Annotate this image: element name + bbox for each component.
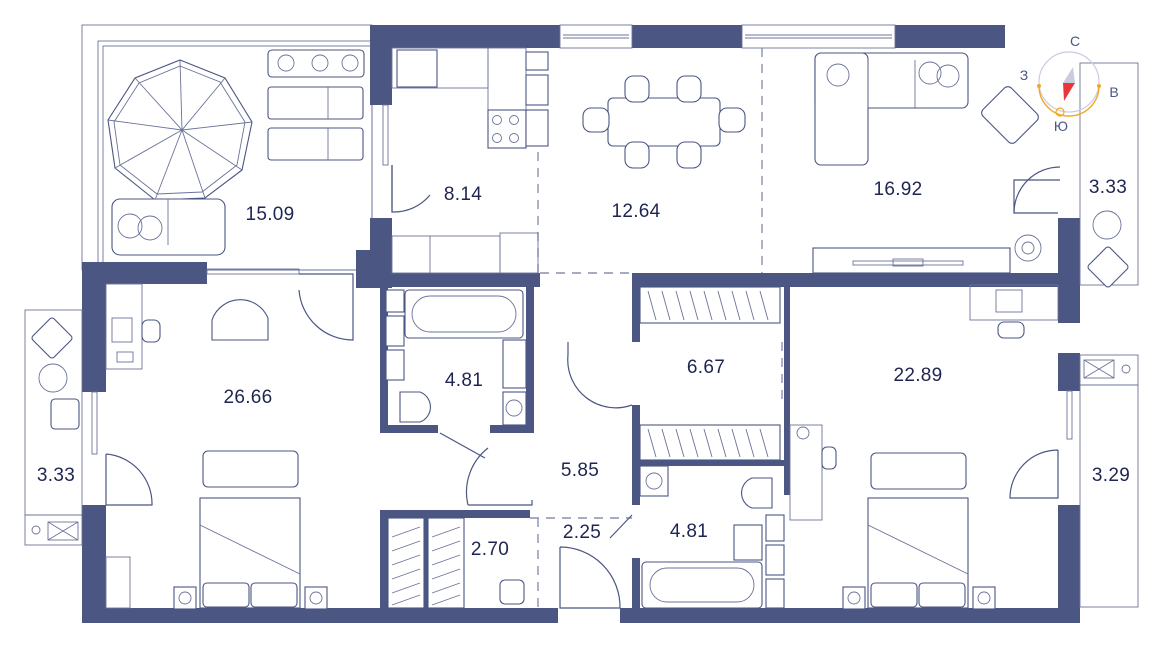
terrace-outline [81,24,373,271]
compass-north-label: С [1069,33,1081,49]
bathroom-1-fixtures [385,289,527,426]
room-area-wardrobe-1: 6.67 [686,357,726,378]
bedroom-east-furniture [789,284,1059,610]
room-area-terrace: 15.09 [245,204,295,225]
balcony-east-top-outline [1079,62,1139,288]
plant-icon [1014,234,1042,262]
room-area-hall: 5.85 [560,460,600,481]
tv-stand-icon [812,247,1011,274]
bedroom-west-furniture [105,283,328,610]
bathroom-2-fixtures [639,465,785,609]
room-area-closet: 2.70 [470,539,510,560]
windows [91,24,1073,455]
umbrella-icon [107,59,253,201]
balcony-east-bottom-outline [1079,354,1139,608]
room-area-bedroom-west: 26.66 [223,387,273,408]
compass-west-label: З [1019,67,1029,83]
compass-icon [1037,51,1101,117]
compass-south-label: Ю [1053,118,1069,134]
sunbed-icon [267,86,364,161]
zone-dividers [530,48,783,608]
room-area-living: 16.92 [873,179,923,200]
doors [105,165,1061,609]
balcony-west-outline [24,309,83,546]
room-area-balcony-east-bottom: 3.29 [1091,465,1131,486]
kitchen-counter [391,47,549,274]
walls [82,25,1080,623]
compass-east-label: В [1109,84,1119,100]
room-area-dining: 12.64 [611,201,661,222]
wardrobe-rails [387,286,781,609]
room-area-balcony-west: 3.33 [36,465,76,486]
corner-sofa-icon [814,52,969,166]
room-area-bedroom-east: 22.89 [893,365,943,386]
armchair-icon [981,86,1039,144]
room-area-bathroom-2: 4.81 [669,521,709,542]
room-area-bathroom-1: 4.81 [444,370,484,391]
room-area-balcony-east-top: 3.33 [1088,177,1128,198]
room-area-kitchen: 8.14 [443,184,483,205]
outdoor-sofa-icon [111,198,226,256]
room-area-entrance: 2.25 [562,522,602,543]
dining-table-icon [582,75,746,169]
flower-planter-icon [267,49,365,78]
